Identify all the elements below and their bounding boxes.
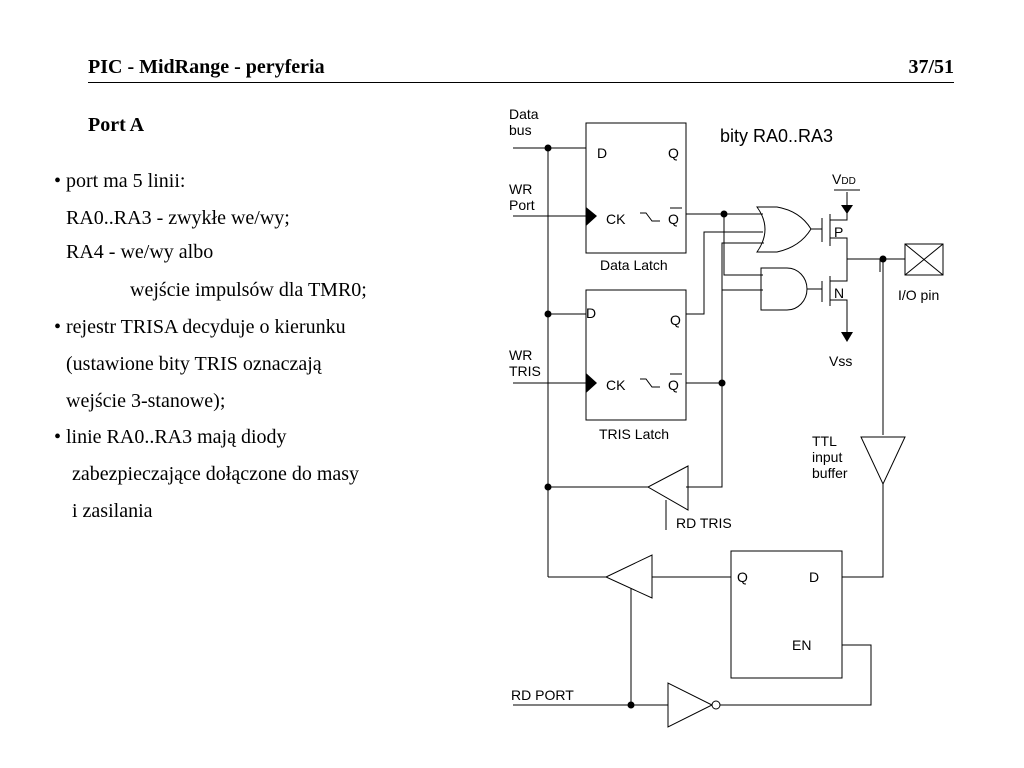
label-data: Data <box>509 106 539 122</box>
data-latch-label: Data Latch <box>600 257 668 273</box>
ttl-label-2: input <box>812 449 842 465</box>
section-title: Port A <box>88 114 145 136</box>
tris-latch-label: TRIS Latch <box>599 426 669 442</box>
text-line: RA4 - we/wy albo <box>66 241 214 263</box>
text-line: • rejestr TRISA decyduje o kierunku <box>54 316 346 338</box>
slide-title: PIC - MidRange - peryferia <box>88 56 325 78</box>
text-line: wejście 3-stanowe); <box>66 390 226 412</box>
tris-latch-d: D <box>586 305 596 321</box>
or-gate <box>756 206 812 253</box>
rd-port-label: RD PORT <box>511 687 574 703</box>
rd-tris-buffer <box>646 465 689 511</box>
rd-port-buffer <box>604 554 653 599</box>
data-latch-ck: CK <box>606 211 626 227</box>
input-latch-box <box>730 550 843 679</box>
ttl-buffer <box>860 436 906 486</box>
ttl-label-3: buffer <box>812 465 848 481</box>
text-line: i zasilania <box>72 500 153 522</box>
input-latch-en: EN <box>792 637 811 653</box>
io-pin-label: I/O pin <box>898 287 939 303</box>
data-latch-q: Q <box>668 145 679 161</box>
data-latch-qbar: Q <box>668 211 679 227</box>
text-line: wejście impulsów dla TMR0; <box>130 279 367 301</box>
label-bus: bus <box>509 122 532 138</box>
label-port: Port <box>509 197 535 213</box>
n-mos-label: N <box>834 285 844 301</box>
and-gate <box>760 267 808 311</box>
slide-header: PIC - MidRange - peryferia 37/51 <box>88 54 954 83</box>
tris-latch-qbar: Q <box>668 377 679 393</box>
rd-tris-label: RD TRIS <box>676 515 732 531</box>
input-latch-q: Q <box>737 569 748 585</box>
label-wr: WR <box>509 181 532 197</box>
data-latch-box <box>585 122 687 254</box>
label-wr-tris-1: WR <box>509 347 532 363</box>
diagram-caption: bity RA0..RA3 <box>720 126 833 146</box>
input-latch-d: D <box>809 569 819 585</box>
inverter <box>667 682 714 728</box>
data-latch-d: D <box>597 145 607 161</box>
tris-latch-ck: CK <box>606 377 626 393</box>
vdd-label: VDD <box>832 171 856 187</box>
io-pin-box <box>904 243 944 276</box>
vss-label: Vss <box>829 353 852 369</box>
text-line: (ustawione bity TRIS oznaczają <box>66 353 322 375</box>
page-number: 37/51 <box>908 56 954 78</box>
ttl-label-1: TTL <box>812 433 837 449</box>
text-line: • linie RA0..RA3 mają diody <box>54 426 287 448</box>
p-mos-label: P <box>834 224 843 240</box>
text-line: zabezpieczające dołączone do masy <box>72 463 360 485</box>
text-line: • port ma 5 linii: <box>54 170 186 192</box>
tris-latch-box <box>585 289 687 421</box>
text-line: RA0..RA3 - zwykłe we/wy; <box>66 207 290 229</box>
label-wr-tris-2: TRIS <box>509 363 541 379</box>
tris-latch-q: Q <box>670 312 681 328</box>
